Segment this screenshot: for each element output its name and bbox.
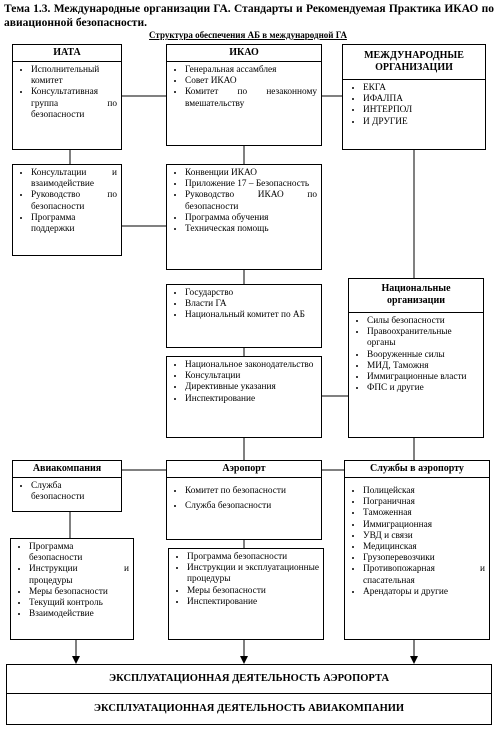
- list-item: Служба безопасности: [31, 481, 117, 503]
- icao-documents-box: Конвенции ИКАО Приложение 17 – Безопасно…: [166, 164, 322, 270]
- icao-header: ИКАО: [167, 45, 321, 62]
- list-item: Таможенная: [363, 508, 485, 519]
- intl-orgs-list: ЕКГА ИФАЛПА ИНТЕРПОЛ И ДРУГИЕ: [343, 80, 485, 130]
- icao-documents-list: Конвенции ИКАО Приложение 17 – Безопасно…: [167, 165, 321, 237]
- list-item: Взаимодействие: [29, 609, 129, 620]
- airline-measures-box: Программа безопасности Инструкции и проц…: [10, 538, 134, 640]
- list-item: Меры безопасности: [29, 587, 129, 598]
- list-item: Инспектирование: [185, 394, 317, 405]
- list-item: Медицинская: [363, 542, 485, 553]
- list-item: Пограничная: [363, 497, 485, 508]
- airline-operations-bar: ЭКСПЛУАТАЦИОННАЯ ДЕЯТЕЛЬНОСТЬ АВИАКОМПАН…: [6, 693, 492, 725]
- list-item: Программа поддержки: [31, 213, 117, 235]
- airport-header: Аэропорт: [167, 461, 321, 478]
- airline-box: Авиакомпания Служба безопасности: [12, 460, 122, 512]
- iata-functions-list: Консультации и взаимодействие Руководств…: [13, 165, 121, 237]
- airport-services-list: Полицейская Пограничная Таможенная Иммиг…: [345, 478, 489, 600]
- airport-measures-box: Программа безопасности Инструкции и эксп…: [168, 548, 324, 640]
- list-item: Консультативная группа по безопасности: [31, 87, 117, 121]
- list-item: Приложение 17 – Безопасность: [185, 179, 317, 190]
- list-item: Правоохранительные органы: [367, 327, 479, 349]
- list-item: ФПС и другие: [367, 383, 479, 394]
- list-item: Руководство по безопасности: [31, 190, 117, 212]
- arrow-airport-head: [240, 656, 248, 664]
- list-item: Грузоперевозчики: [363, 553, 485, 564]
- list-item: Инспектирование: [187, 597, 319, 608]
- list-item: Комитет по безопасности: [185, 486, 317, 497]
- list-item: И ДРУГИЕ: [363, 117, 481, 128]
- airline-header: Авиакомпания: [13, 461, 121, 478]
- national-orgs-header: Национальные организации: [349, 279, 483, 313]
- iata-functions-box: Консультации и взаимодействие Руководств…: [12, 164, 122, 256]
- airport-operations-bar: ЭКСПЛУАТАЦИОННАЯ ДЕЯТЕЛЬНОСТЬ АЭРОПОРТА: [6, 664, 492, 694]
- list-item: Иммиграционные власти: [367, 372, 479, 383]
- intl-orgs-box: МЕЖДУНАРОДНЫЕ ОРГАНИЗАЦИИ ЕКГА ИФАЛПА ИН…: [342, 44, 486, 150]
- list-item: Власти ГА: [185, 299, 317, 310]
- page-title: Тема 1.3. Международные организации ГА. …: [4, 3, 494, 29]
- list-item: Арендаторы и другие: [363, 587, 485, 598]
- list-item: Национальное законодательство: [185, 360, 317, 371]
- list-item: Исполнительный комитет: [31, 65, 117, 87]
- list-item: Консультации и взаимодействие: [31, 168, 117, 190]
- list-item: Программа безопасности: [187, 552, 319, 563]
- diagram-subtitle: Структура обеспечения АБ в международной…: [149, 30, 347, 40]
- airline-measures-list: Программа безопасности Инструкции и проц…: [11, 539, 133, 622]
- list-item: Национальный комитет по АБ: [185, 310, 317, 321]
- list-item: Консультации: [185, 371, 317, 382]
- intl-orgs-header: МЕЖДУНАРОДНЫЕ ОРГАНИЗАЦИИ: [343, 45, 485, 80]
- list-item: Текущий контроль: [29, 598, 129, 609]
- airport-services-box: Службы в аэропорту Полицейская Пограничн…: [344, 460, 490, 640]
- list-item: Техническая помощь: [185, 224, 317, 235]
- list-item: Силы безопасности: [367, 316, 479, 327]
- list-item: УВД и связи: [363, 531, 485, 542]
- state-box: Государство Власти ГА Национальный комит…: [166, 284, 322, 348]
- list-item: Конвенции ИКАО: [185, 168, 317, 179]
- national-orgs-list: Силы безопасности Правоохранительные орг…: [349, 313, 483, 396]
- list-item: Иммиграционная: [363, 520, 485, 531]
- legislation-list: Национальное законодательство Консультац…: [167, 357, 321, 407]
- iata-list: Исполнительный комитет Консультативная г…: [13, 62, 121, 123]
- list-item: Служба безопасности: [185, 501, 317, 512]
- airport-measures-list: Программа безопасности Инструкции и эксп…: [169, 549, 323, 610]
- airport-services-header: Службы в аэропорту: [345, 461, 489, 478]
- airline-list: Служба безопасности: [13, 478, 121, 505]
- list-item: ЕКГА: [363, 83, 481, 94]
- list-item: Противопожарная и спасательная: [363, 564, 485, 586]
- state-list: Государство Власти ГА Национальный комит…: [167, 285, 321, 324]
- list-item: Полицейская: [363, 486, 485, 497]
- list-item: МИД, Таможня: [367, 361, 479, 372]
- list-item: Директивные указания: [185, 382, 317, 393]
- icao-list: Генеральная ассамблея Совет ИКАО Комитет…: [167, 62, 321, 112]
- list-item: Государство: [185, 288, 317, 299]
- arrow-airline-head: [72, 656, 80, 664]
- list-item: Инструкции и эксплуатационные процедуры: [187, 563, 319, 585]
- list-item: Программа безопасности: [29, 542, 129, 564]
- list-item: ИФАЛПА: [363, 94, 481, 105]
- national-orgs-box: Национальные организации Силы безопаснос…: [348, 278, 484, 438]
- list-item: Комитет по незаконному вмешательству: [185, 87, 317, 109]
- iata-box: ИАТА Исполнительный комитет Консультатив…: [12, 44, 122, 150]
- list-item: Программа обучения: [185, 213, 317, 224]
- list-item: Совет ИКАО: [185, 76, 317, 87]
- list-item: Инструкции и процедуры: [29, 564, 129, 586]
- airport-box: Аэропорт Комитет по безопасности Служба …: [166, 460, 322, 540]
- list-item: Руководство ИКАО по безопасности: [185, 190, 317, 212]
- list-item: Вооруженные силы: [367, 350, 479, 361]
- icao-box: ИКАО Генеральная ассамблея Совет ИКАО Ко…: [166, 44, 322, 146]
- airport-list: Комитет по безопасности Служба безопасно…: [167, 478, 321, 514]
- legislation-box: Национальное законодательство Консультац…: [166, 356, 322, 438]
- arrow-services-head: [410, 656, 418, 664]
- list-item: ИНТЕРПОЛ: [363, 105, 481, 116]
- list-item: Меры безопасности: [187, 586, 319, 597]
- list-item: Генеральная ассамблея: [185, 65, 317, 76]
- iata-header: ИАТА: [13, 45, 121, 62]
